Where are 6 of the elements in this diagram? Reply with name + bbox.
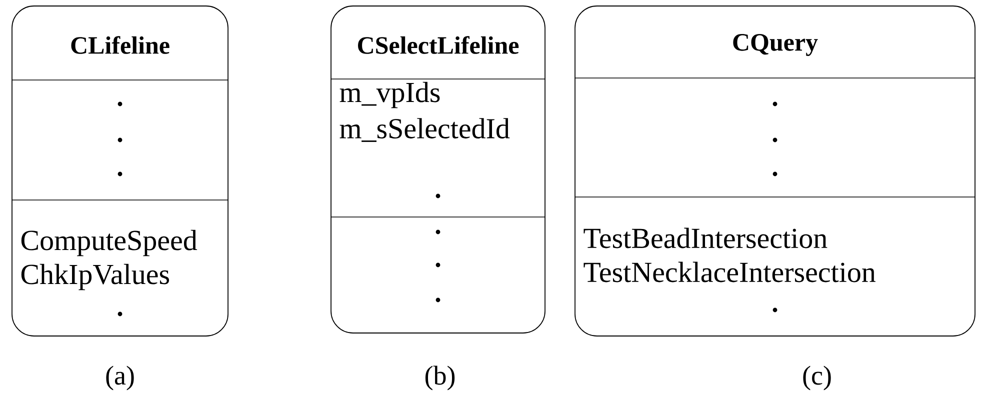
class-box: CSelectLifeline m_vpIds m_sSelectedId	[330, 6, 546, 334]
figure-caption: (b)	[425, 366, 455, 390]
figure-caption: (a)	[106, 366, 134, 390]
class-box: CLifeline ComputeSpeed ChkIpValues	[12, 6, 228, 336]
figure-caption: (c)	[803, 366, 831, 390]
class-box: CQuery TestBeadIntersection TestNecklaceIntersection	[574, 6, 976, 336]
